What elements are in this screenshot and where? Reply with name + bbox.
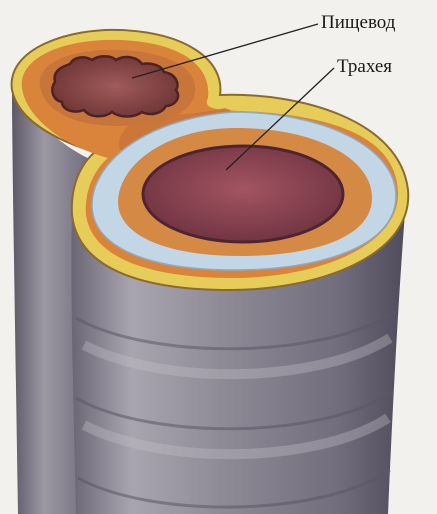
trachea-lumen xyxy=(143,146,343,242)
esophagus-label: Пищевод xyxy=(321,12,395,34)
trachea-label: Трахея xyxy=(337,56,392,78)
esophagus-lumen xyxy=(52,56,178,116)
